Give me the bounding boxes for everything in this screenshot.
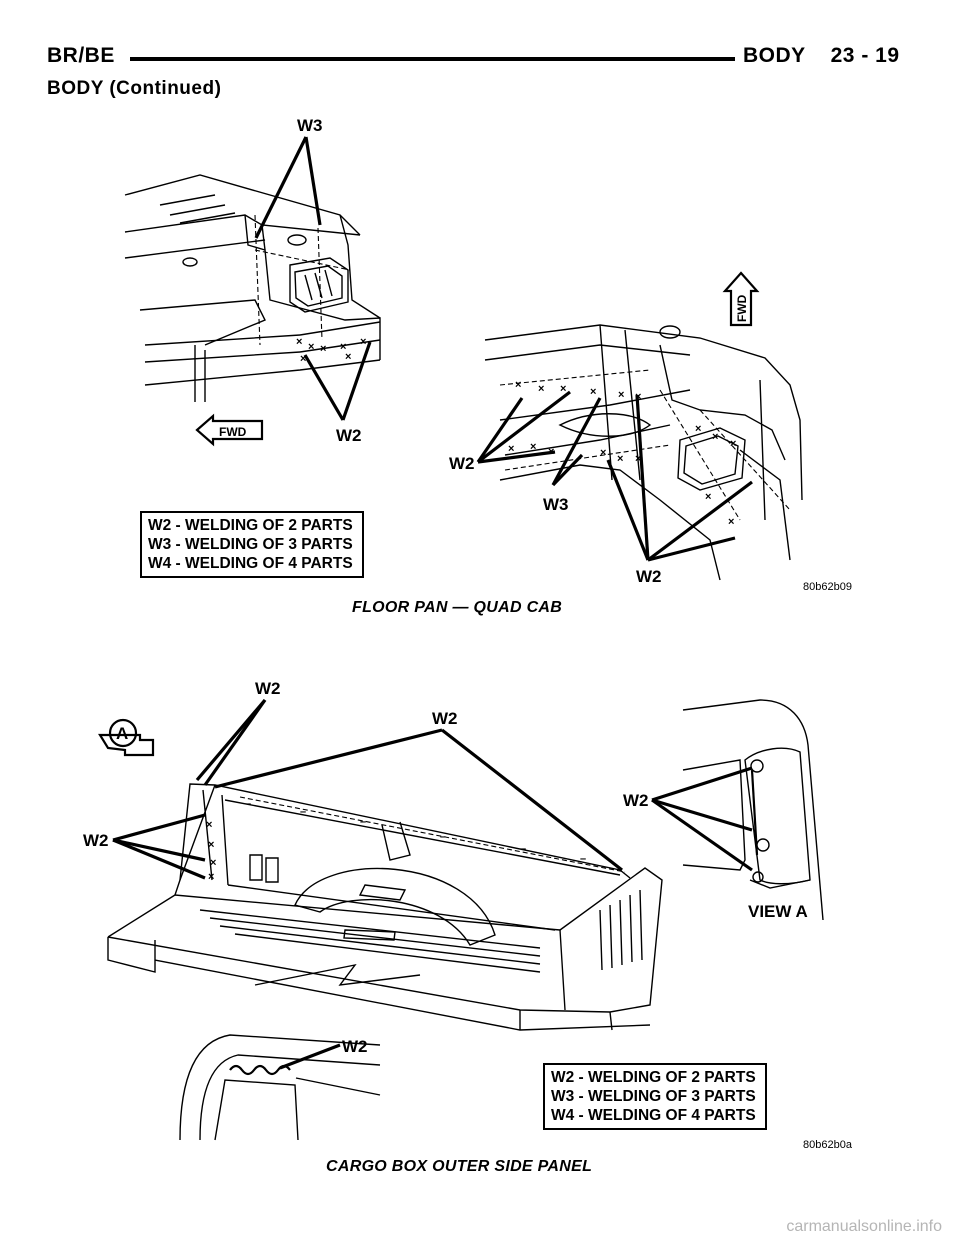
svg-text:×: × xyxy=(728,516,734,528)
callout-arrow xyxy=(341,341,372,421)
svg-text:–: – xyxy=(580,853,586,865)
fwd-arrow-right-icon xyxy=(722,271,760,327)
svg-text:×: × xyxy=(695,423,701,435)
svg-text:×: × xyxy=(590,386,596,398)
caption-floor-pan: FLOOR PAN — QUAD CAB xyxy=(352,599,563,616)
callout-arrow xyxy=(647,480,753,562)
weld-legend-floor-pan: W2 - WELDING OF 2 PARTS W3 - WELDING OF … xyxy=(140,511,364,578)
svg-text:–: – xyxy=(360,816,366,828)
legend-line: W2 - WELDING OF 2 PARTS xyxy=(551,1069,756,1086)
callout-arrow xyxy=(279,1043,341,1070)
callout-arrow xyxy=(254,136,308,239)
callout-w2-bottom: W2 xyxy=(636,567,662,586)
svg-text:×: × xyxy=(712,431,718,443)
callout-arrow xyxy=(477,450,556,464)
callout-w2-mid: W2 xyxy=(449,454,475,473)
callout-arrow xyxy=(112,838,206,880)
floor-pan-right-drawing: ××× ××× ××× ××× ××× ×× xyxy=(484,324,803,581)
callout-arrow xyxy=(635,394,650,561)
fwd-arrow-left-label: FWD xyxy=(219,425,247,439)
callout-arrow xyxy=(304,136,322,226)
svg-text:×: × xyxy=(296,336,302,348)
svg-text:×: × xyxy=(618,389,624,401)
view-a-label: VIEW A xyxy=(748,902,808,921)
fwd-arrow-right-label: FWD xyxy=(735,294,749,322)
legend-line: W3 - WELDING OF 3 PARTS xyxy=(148,536,353,553)
callout-w3-mid: W3 xyxy=(543,495,569,514)
svg-text:×: × xyxy=(320,343,326,355)
callout-w2-view: W2 xyxy=(623,791,649,810)
callout-arrow xyxy=(606,459,650,561)
callout-arrow xyxy=(651,798,753,832)
callout-arrow xyxy=(203,699,267,786)
svg-text:×: × xyxy=(308,341,314,353)
header-model: BR/BE xyxy=(47,44,115,67)
callout-w2-top: W2 xyxy=(255,679,281,698)
fwd-arrow-left-icon xyxy=(195,413,264,447)
cargo-box-main-drawing: × × × × – – – – – – xyxy=(107,783,663,1031)
legend-line: W4 - WELDING OF 4 PARTS xyxy=(551,1107,756,1124)
svg-text:×: × xyxy=(635,453,641,465)
svg-text:–: – xyxy=(245,798,251,810)
watermark: carmanualsonline.info xyxy=(786,1218,942,1235)
svg-text:×: × xyxy=(617,453,623,465)
callout-arrow xyxy=(112,813,206,842)
svg-text:×: × xyxy=(208,839,214,851)
svg-text:–: – xyxy=(300,806,306,818)
figure-id-floor-pan: 80b62b09 xyxy=(803,581,852,593)
callout-w3-top: W3 xyxy=(297,116,323,135)
panel-section-drawing xyxy=(179,1034,381,1141)
svg-text:×: × xyxy=(538,383,544,395)
legend-line: W3 - WELDING OF 3 PARTS xyxy=(551,1088,756,1105)
svg-text:×: × xyxy=(210,857,216,869)
svg-text:×: × xyxy=(345,351,351,363)
legend-line: W4 - WELDING OF 4 PARTS xyxy=(148,555,353,572)
svg-text:×: × xyxy=(730,438,736,450)
svg-text:×: × xyxy=(340,341,346,353)
callout-w2-top-right: W2 xyxy=(432,709,458,728)
svg-text:–: – xyxy=(440,831,446,843)
svg-text:×: × xyxy=(208,871,214,883)
svg-text:×: × xyxy=(300,353,306,365)
svg-text:×: × xyxy=(515,379,521,391)
callout-arrow xyxy=(441,728,623,872)
floor-pan-left-drawing: ××× ××× × xyxy=(124,174,381,402)
view-a-marker: A xyxy=(116,724,128,743)
callout-w2-bottom: W2 xyxy=(342,1037,368,1056)
callout-w2-left: W2 xyxy=(336,426,362,445)
callout-arrow xyxy=(647,536,736,562)
legend-line: W2 - WELDING OF 2 PARTS xyxy=(148,517,353,534)
svg-text:–: – xyxy=(520,843,526,855)
callout-arrow xyxy=(476,397,524,463)
callout-arrow xyxy=(214,728,443,789)
floor-pan-illustration: ××× ××× × FWD W3 W2 ××× ××× ××× ××× ××× … xyxy=(124,116,803,586)
callout-arrow xyxy=(551,453,584,487)
callout-w2-left: W2 xyxy=(83,831,109,850)
caption-cargo-box: CARGO BOX OUTER SIDE PANEL xyxy=(326,1158,593,1175)
svg-text:×: × xyxy=(705,491,711,503)
callout-arrow xyxy=(477,390,571,464)
weld-legend-cargo-box: W2 - WELDING OF 2 PARTS W3 - WELDING OF … xyxy=(543,1063,767,1130)
figure-id-cargo-box: 80b62b0a xyxy=(803,1139,852,1151)
svg-text:×: × xyxy=(530,441,536,453)
callout-arrow xyxy=(651,798,753,872)
svg-text:×: × xyxy=(600,447,606,459)
header-section-page: BODY 23 - 19 xyxy=(743,44,900,67)
callout-arrow xyxy=(303,354,345,421)
svg-text:×: × xyxy=(560,383,566,395)
section-continued-heading: BODY (Continued) xyxy=(47,78,222,99)
callout-arrow xyxy=(551,397,602,486)
svg-text:×: × xyxy=(360,336,366,348)
svg-text:×: × xyxy=(508,443,514,455)
callout-arrow xyxy=(112,838,206,862)
callout-arrow xyxy=(651,766,753,802)
header-rule xyxy=(130,57,735,61)
view-a-detail-drawing xyxy=(682,699,824,921)
svg-text:×: × xyxy=(206,819,212,831)
view-a-pointer-icon xyxy=(98,718,155,757)
